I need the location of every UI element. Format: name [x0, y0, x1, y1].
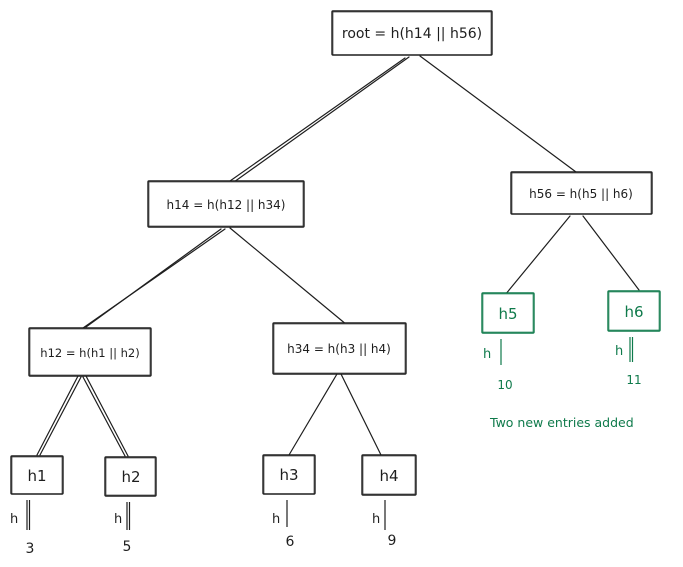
hash-label: h: [615, 344, 623, 359]
node-h12-label: h12 = h(h1 || h2): [40, 346, 139, 360]
hash-label: h: [272, 512, 280, 527]
leaf-value-3: 6: [286, 534, 295, 550]
tree-edges: [36, 55, 640, 457]
edge-h34-h4: [340, 373, 382, 456]
edge-h56-h5: [504, 215, 571, 296]
node-h4: h4: [361, 454, 417, 496]
node-h3: h3: [262, 454, 316, 495]
tree-nodes: root = h(h14 || h56) h14 = h(h12 || h34)…: [10, 10, 653, 497]
leaf-value-5: 10: [497, 378, 512, 392]
leaf-value-6: 11: [626, 373, 641, 387]
edge-h34-h3: [288, 373, 338, 456]
node-h4-label: h4: [379, 467, 398, 485]
leaf-value-1: 3: [26, 541, 35, 557]
node-h56: h56 = h(h5 || h6): [510, 171, 653, 215]
hash-marker-2: h 5: [114, 502, 131, 555]
node-h14-label: h14 = h(h12 || h34): [167, 198, 286, 212]
leaf-hash-markers: h 3 h 5 h 6 h 9 h 10: [10, 337, 642, 557]
node-h14: h14 = h(h12 || h34): [147, 180, 305, 228]
edge-h14-h12: [82, 228, 226, 329]
node-h1: h1: [10, 455, 64, 495]
edge-h12-h2: [82, 375, 129, 457]
hash-marker-1: h 3: [10, 500, 34, 557]
new-entries-note: Two new entries added: [489, 415, 634, 430]
hash-marker-5: h 10: [483, 339, 513, 392]
node-h2-label: h2: [121, 468, 140, 486]
node-h5: h5: [481, 292, 535, 334]
node-h5-label: h5: [498, 305, 517, 323]
hash-label: h: [483, 347, 491, 362]
node-h3-label: h3: [279, 466, 298, 484]
edge-h14-h34: [229, 227, 348, 326]
hash-marker-4: h 9: [372, 500, 396, 549]
hash-label: h: [10, 512, 18, 527]
edge-root-h56: [419, 55, 577, 173]
hash-marker-6: h 11: [615, 337, 642, 387]
hash-marker-3: h 6: [272, 500, 295, 550]
leaf-value-2: 5: [123, 539, 132, 555]
node-h2: h2: [104, 456, 157, 497]
node-h34-label: h34 = h(h3 || h4): [287, 342, 391, 356]
edge-h56-h6: [582, 215, 640, 291]
node-h56-label: h56 = h(h5 || h6): [529, 187, 633, 201]
node-root-label: root = h(h14 || h56): [342, 26, 482, 42]
node-h6: h6: [607, 290, 661, 332]
node-h12: h12 = h(h1 || h2): [28, 327, 152, 377]
hash-label: h: [114, 512, 122, 527]
node-root: root = h(h14 || h56): [331, 10, 493, 56]
node-h6-label: h6: [624, 303, 643, 321]
new-leaf-nodes: h5 h6: [481, 290, 661, 334]
node-h34: h34 = h(h3 || h4): [272, 322, 407, 375]
edge-h12-h1: [36, 375, 82, 456]
hash-label: h: [372, 512, 380, 527]
edge-root-h14: [229, 56, 410, 183]
leaf-value-4: 9: [388, 533, 397, 549]
node-h1-label: h1: [27, 467, 46, 485]
